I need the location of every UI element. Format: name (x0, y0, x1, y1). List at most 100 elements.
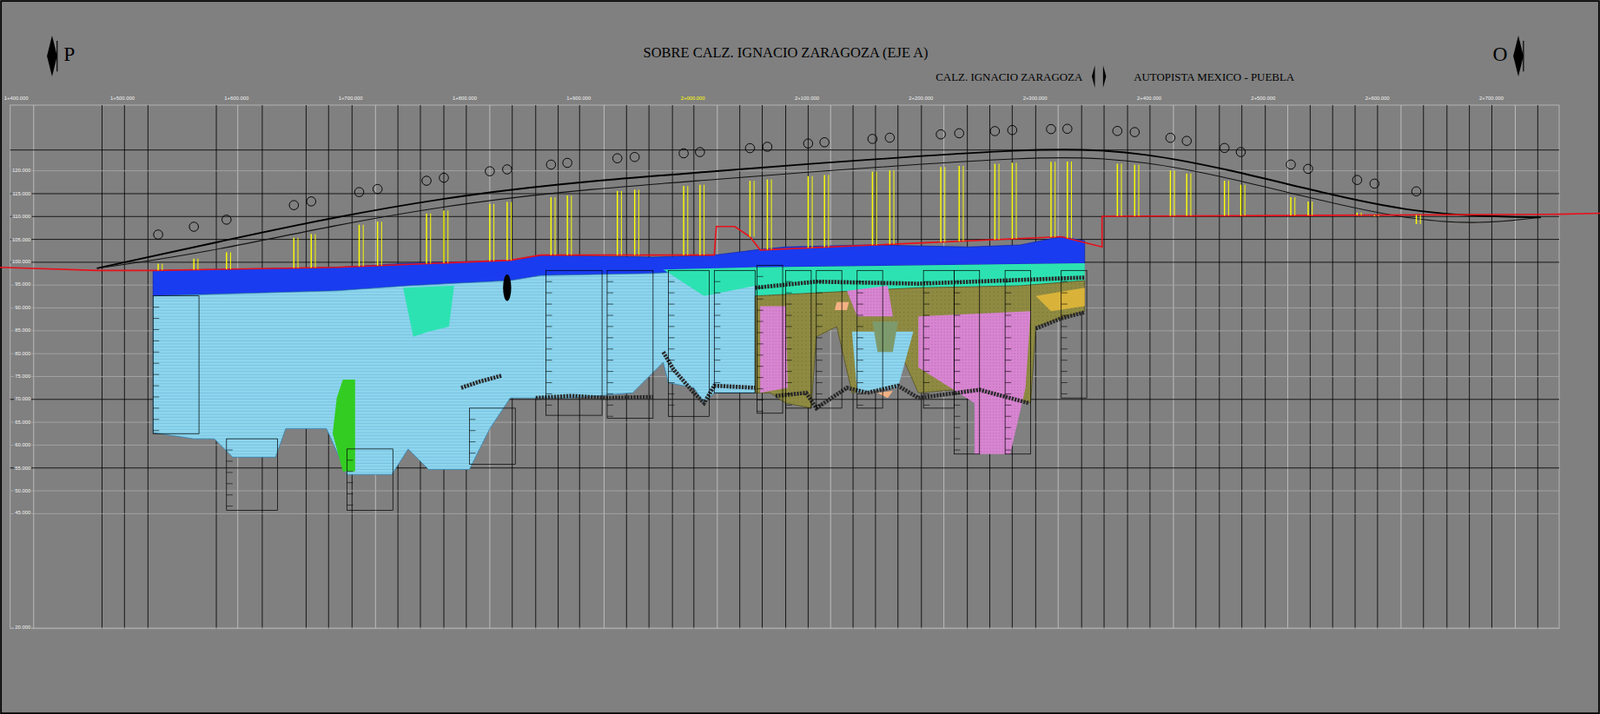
grid-vertical (1057, 105, 1059, 629)
station-label: 1+600.000 (223, 96, 250, 102)
borehole-tick (857, 314, 864, 316)
pier-column (550, 197, 552, 256)
borehole-tick (714, 292, 721, 294)
borehole-tick (152, 329, 159, 331)
grid-vertical (1446, 105, 1448, 629)
borehole-tick (346, 493, 353, 495)
pier-column (447, 210, 449, 263)
borehole-tick (816, 292, 823, 294)
pier-callout (153, 230, 164, 240)
pier-column (962, 165, 964, 242)
grid-horizontal (10, 513, 1560, 515)
grid-vertical (1422, 105, 1424, 629)
pier-callout (936, 129, 946, 139)
borehole-tick (816, 393, 823, 395)
station-label: 2+400.000 (1136, 96, 1163, 102)
borehole-tick (1004, 314, 1012, 316)
borehole-tick (757, 310, 764, 311)
borehole-tick (1004, 416, 1012, 417)
borehole-tick (786, 281, 793, 283)
pier-column (1121, 163, 1123, 217)
borehole-tick (667, 404, 675, 406)
borehole-log (346, 449, 393, 510)
hard-stratum (754, 277, 1085, 289)
borehole-tick (1004, 449, 1012, 451)
borehole-log (226, 438, 278, 510)
borehole-tick (857, 359, 864, 361)
station-label: 1+400.000 (3, 96, 30, 102)
elevation-label: 120.000 (11, 167, 33, 173)
borehole-tick (152, 396, 159, 397)
borehole-tick (1061, 382, 1068, 384)
borehole-tick (857, 325, 864, 327)
pier-callout (1352, 175, 1362, 186)
borehole-log (1004, 270, 1031, 454)
pier-column (225, 251, 227, 269)
pier-callout (562, 158, 573, 168)
borehole-tick (857, 337, 864, 338)
clay-layer (152, 267, 755, 475)
borehole-tick (953, 449, 960, 451)
pier-column (1361, 212, 1362, 216)
natural-ground-line (0, 213, 1600, 272)
pier-column (1223, 180, 1225, 216)
pier-callout (439, 172, 450, 183)
pier-column (998, 164, 1000, 240)
borehole-tick (757, 321, 764, 323)
grid-horizontal (10, 490, 1560, 492)
borehole-tick (757, 410, 764, 412)
pier-column (766, 179, 768, 251)
borehole-tick (226, 460, 233, 462)
hard-stratum (1035, 311, 1085, 329)
borehole-tick (953, 348, 960, 350)
grid-vertical (1149, 105, 1151, 629)
grid-horizontal (10, 216, 1560, 218)
pier-column (1311, 201, 1313, 216)
pier-column (363, 224, 364, 267)
pier-column (1356, 212, 1358, 216)
borehole-tick (757, 343, 764, 344)
elevation-label: 45.000 (13, 510, 32, 516)
borehole-log (953, 270, 979, 454)
fill-pocket (332, 379, 356, 472)
grid-vertical (33, 105, 34, 629)
borehole-tick (1061, 370, 1068, 372)
pier-column (1415, 214, 1417, 225)
pier-callout (546, 159, 556, 170)
pier-column (939, 166, 941, 242)
pier-column (489, 204, 490, 262)
borehole-tick (757, 276, 764, 278)
lens-layer (918, 310, 1031, 454)
pier-callout (885, 132, 895, 143)
pier-column (157, 264, 159, 272)
borehole-tick (714, 348, 721, 350)
pier-callout (1182, 136, 1192, 146)
grid-vertical (1332, 105, 1334, 629)
pier-column (1071, 161, 1072, 239)
borehole-tick (226, 505, 233, 507)
direction-letter: O (1491, 42, 1508, 66)
station-label: 1+500.000 (109, 96, 136, 102)
borehole-tick (714, 382, 721, 384)
borehole-log (757, 264, 783, 413)
boulder-mark (502, 274, 511, 302)
borehole-tick (786, 325, 793, 327)
borehole-tick (226, 482, 233, 484)
pier-column (1244, 185, 1246, 217)
borehole-log (816, 270, 842, 409)
pier-column (442, 210, 444, 263)
borehole-tick (816, 304, 823, 305)
borehole-tick (1004, 393, 1012, 395)
borehole-tick (714, 359, 721, 361)
pier-column (1170, 170, 1171, 216)
pier-column (381, 221, 383, 266)
pier-column (1378, 215, 1380, 217)
borehole-tick (953, 359, 960, 361)
pier-callout (422, 176, 432, 186)
borehole-tick (226, 494, 233, 496)
borehole-tick (1004, 337, 1012, 338)
pier-callout (354, 187, 364, 198)
station-label: 2+500.000 (1249, 96, 1277, 102)
borehole-tick (816, 359, 823, 361)
